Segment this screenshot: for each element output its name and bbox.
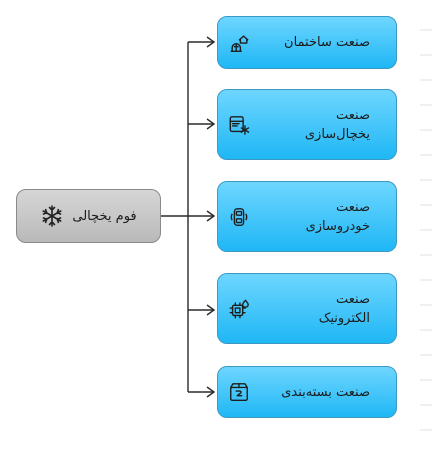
- edge-ticks: [420, 29, 432, 431]
- leaf-node-packaging: صنعت بسته‌بندی: [217, 366, 397, 418]
- leaf-label: صنعت یخچال‌سازی: [304, 107, 370, 142]
- leaf-node-construction: صنعت ساختمان: [217, 16, 397, 69]
- root-node: فوم یخچالی: [16, 189, 161, 243]
- leaf-label: صنعت خودروسازی: [305, 199, 370, 234]
- root-label: فوم یخچالی: [72, 208, 137, 224]
- snowflake-icon: [42, 205, 62, 227]
- leaf-node-automotive: صنعت خودروسازی: [217, 181, 397, 252]
- car-top-view-icon: [230, 207, 248, 226]
- microchip-icon: [229, 299, 249, 318]
- leaf-label: صنعت الکترونیک: [318, 291, 370, 326]
- leaf-node-refrigerator: صنعت یخچال‌سازی: [217, 89, 397, 160]
- leaf-label: صنعت ساختمان: [284, 35, 370, 50]
- package-box-icon: [230, 383, 248, 401]
- leaf-node-electronics: صنعت الکترونیک: [217, 273, 397, 344]
- building-construction-icon: [230, 34, 249, 52]
- refrigerator-snowflake-icon: [229, 115, 250, 135]
- leaf-label: صنعت بسته‌بندی: [281, 384, 370, 400]
